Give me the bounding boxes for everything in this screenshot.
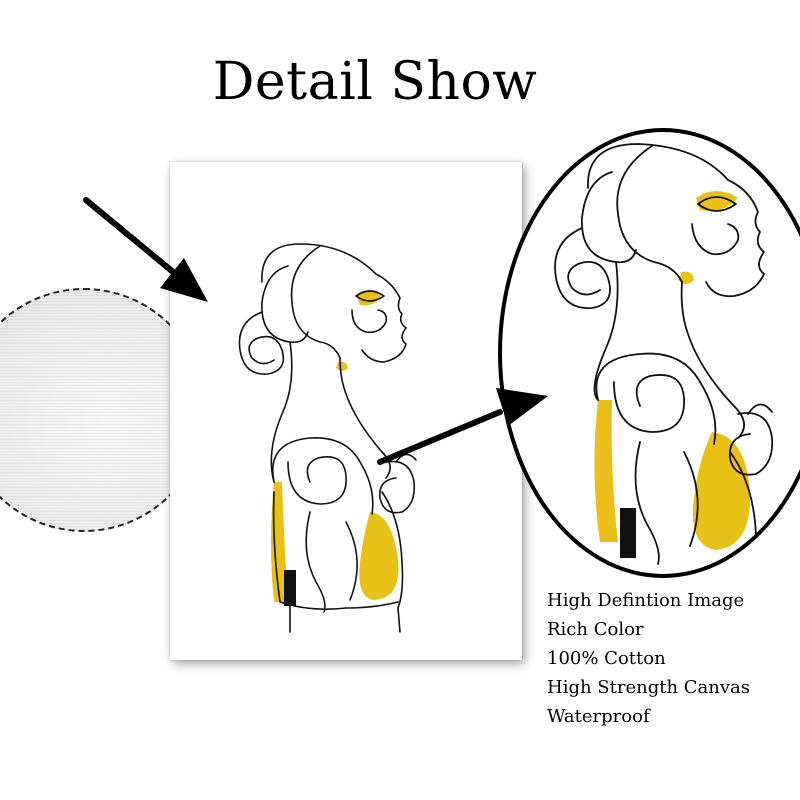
arrow-to-poster-icon <box>83 197 208 302</box>
black-stroke-mark-zoomed <box>620 508 636 558</box>
yellow-stroke-right <box>359 512 399 600</box>
feature-item: Rich Color <box>547 619 644 640</box>
zoom-detail-circle <box>498 128 800 578</box>
feature-item: Waterproof <box>547 706 650 727</box>
eye-shadow-shape <box>356 290 382 306</box>
line-art-woman <box>238 243 417 633</box>
feature-item: High Strength Canvas <box>547 677 751 698</box>
feature-item: 100% Cotton <box>547 648 666 669</box>
yellow-stroke-left-zoomed <box>594 400 618 542</box>
feature-list: High Defintion Image Rich Color 100% Cot… <box>547 586 797 731</box>
earring-shape <box>336 361 348 371</box>
feature-item: High Defintion Image <box>547 590 745 611</box>
arrow-to-zoom-icon <box>377 388 548 465</box>
page-title: Detail Show <box>212 52 538 112</box>
eye-shadow-shape-zoomed <box>696 191 738 211</box>
yellow-stroke-left <box>271 482 288 602</box>
poster-print <box>170 162 522 660</box>
black-stroke-mark <box>284 570 296 606</box>
